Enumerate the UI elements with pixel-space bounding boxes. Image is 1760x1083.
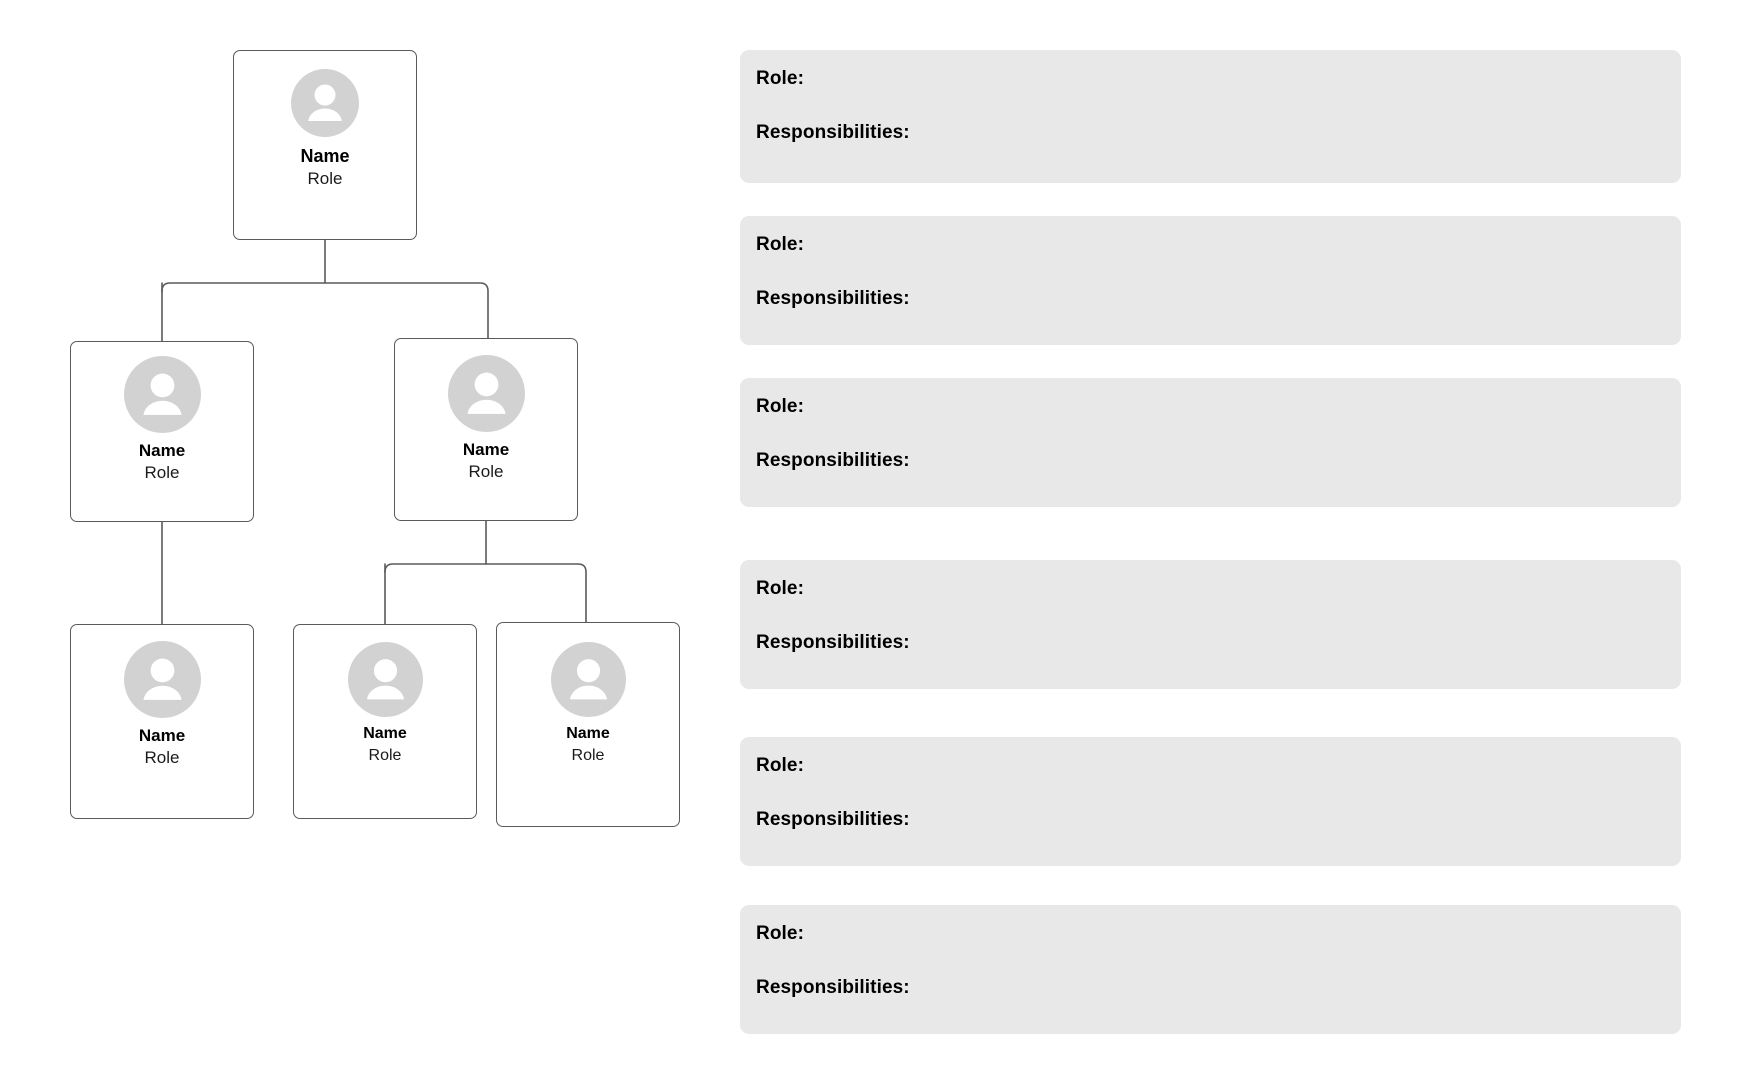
- org-node-name: Name: [300, 146, 350, 166]
- person-avatar-icon: [550, 642, 626, 717]
- role-panel[interactable]: Role: Responsibilities:: [740, 378, 1681, 507]
- org-node-card[interactable]: Name Role: [293, 624, 477, 819]
- person-avatar-icon: [347, 642, 423, 717]
- responsibilities-label: Responsibilities:: [756, 632, 910, 653]
- responsibilities-label: Responsibilities:: [756, 450, 910, 471]
- org-node-role: Role: [144, 463, 180, 483]
- role-label: Role:: [756, 578, 804, 599]
- responsibilities-label: Responsibilities:: [756, 288, 910, 309]
- org-node-role: Role: [368, 746, 402, 764]
- org-chart-connectors: [161, 239, 587, 625]
- org-node-name: Name: [566, 725, 610, 742]
- responsibilities-label: Responsibilities:: [756, 809, 910, 830]
- org-node-name: Name: [363, 725, 407, 742]
- role-panel[interactable]: Role: Responsibilities:: [740, 560, 1681, 689]
- role-panel[interactable]: Role: Responsibilities:: [740, 50, 1681, 183]
- role-panel[interactable]: Role: Responsibilities:: [740, 216, 1681, 345]
- role-panel[interactable]: Role: Responsibilities:: [740, 905, 1681, 1034]
- org-node-role: Role: [571, 746, 605, 764]
- org-node-role: Role: [144, 748, 180, 768]
- person-avatar-icon: [291, 69, 359, 137]
- connector-level1-bus: [161, 282, 489, 342]
- person-avatar-icon: [447, 355, 525, 432]
- role-label: Role:: [756, 923, 804, 944]
- org-node-name: Name: [138, 726, 186, 745]
- role-panel-list: Role: Responsibilities: Role: Responsibi…: [740, 0, 1700, 1083]
- person-avatar-icon: [123, 356, 201, 433]
- responsibilities-label: Responsibilities:: [756, 122, 910, 143]
- org-node-card[interactable]: Name Role: [70, 341, 254, 522]
- connector-level2-bus: [384, 563, 587, 625]
- org-node-card[interactable]: Name Role: [496, 622, 680, 827]
- role-label: Role:: [756, 234, 804, 255]
- org-node-name: Name: [138, 441, 186, 460]
- role-label: Role:: [756, 396, 804, 417]
- responsibilities-label: Responsibilities:: [756, 977, 910, 998]
- org-chart: Name Role Name Role Name Role: [0, 0, 700, 1083]
- role-panel[interactable]: Role: Responsibilities:: [740, 737, 1681, 866]
- org-node-card[interactable]: Name Role: [70, 624, 254, 819]
- org-node-card[interactable]: Name Role: [233, 50, 417, 240]
- org-node-role: Role: [468, 462, 504, 482]
- org-node-role: Role: [307, 169, 343, 189]
- org-node-card[interactable]: Name Role: [394, 338, 578, 521]
- role-label: Role:: [756, 68, 804, 89]
- org-node-name: Name: [462, 440, 510, 459]
- role-label: Role:: [756, 755, 804, 776]
- person-avatar-icon: [123, 641, 201, 718]
